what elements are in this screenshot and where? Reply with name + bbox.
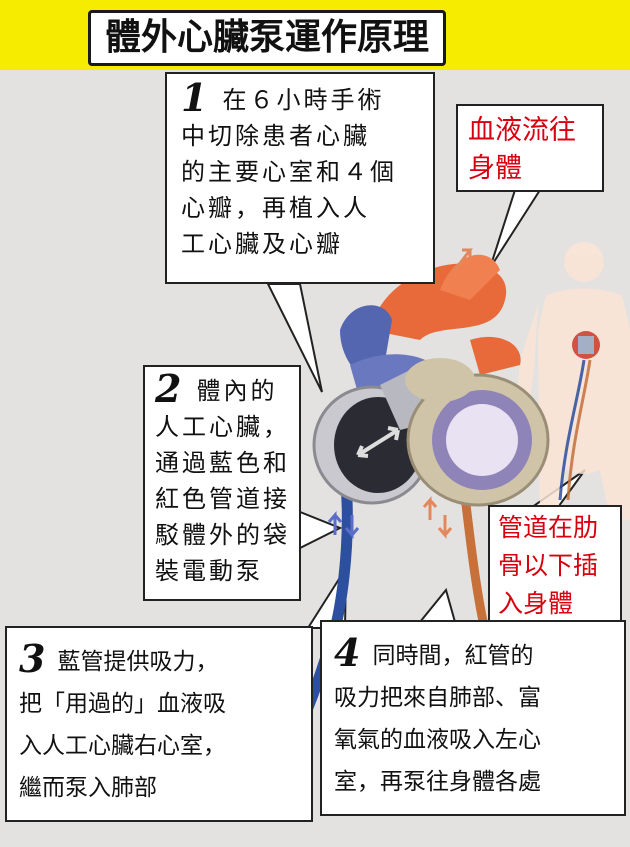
step-text-line: 裝電動泵: [155, 557, 263, 585]
step-text-line: 中切除患者心臟: [181, 122, 370, 150]
step-text-line: 人工心臟，: [155, 413, 290, 441]
flow-arrows: [327, 248, 473, 540]
label-text-line: 骨以下插: [498, 551, 599, 580]
step-text-line: 入人工心臟右心室，: [19, 733, 226, 759]
label-tube-insertion: 管道在肋 骨以下插 入身體: [488, 505, 622, 625]
callout-step-3: 3 藍管提供吸力， 把「用過的」血液吸 入人工心臟右心室， 繼而泵入肺部: [5, 626, 313, 822]
step-text-line: 體內的: [196, 377, 278, 405]
step-text-line: 的主要心室和４個: [181, 158, 397, 186]
label-text-line: 管道在肋: [498, 513, 599, 542]
step-text-line: 通過藍色和: [155, 449, 290, 477]
step-text-line: 繼而泵入肺部: [19, 775, 157, 801]
step-text-line: 藍管提供吸力，: [57, 649, 219, 675]
callout-1-pointer: [266, 283, 323, 393]
label-body-pointer: [489, 189, 542, 269]
label-blood-flow-body: 血液流往 身體: [456, 104, 604, 192]
callout-4-pointer: [417, 587, 457, 623]
step-text-line: 紅色管道接: [155, 485, 290, 513]
label-text-line: 入身體: [498, 589, 574, 618]
label-text-line: 血液流往: [468, 115, 576, 146]
step-text-line: 在６小時手術: [222, 86, 385, 114]
callout-step-4: 4 同時間，紅管的 吸力把來自肺部、富 氧氣的血液吸入左心 室，再泵往身體各處: [320, 620, 626, 816]
step-number: 2: [155, 366, 185, 411]
step-text-line: 同時間，紅管的: [372, 643, 534, 669]
human-body-silhouette: [512, 242, 630, 520]
left-ventricle-pump: [405, 358, 550, 507]
label-text-line: 身體: [468, 153, 522, 184]
step-number: 4: [334, 630, 361, 675]
page-title: 體外心臟泵運作原理: [88, 10, 447, 66]
step-number: 1: [181, 75, 211, 120]
callout-step-2: 2 體內的 人工心臟， 通過藍色和 紅色管道接 駁體外的袋 裝電動泵: [143, 365, 301, 601]
callout-step-1: 1 在６小時手術 中切除患者心臟 的主要心室和４個 心瓣，再植入人 工心臟及心瓣: [165, 72, 435, 284]
step-text-line: 心瓣，再植入人: [181, 194, 370, 222]
right-ventricle-pump: [312, 360, 440, 505]
step-text-line: 吸力把來自肺部、富: [334, 685, 541, 711]
step-text-line: 把「用過的」血液吸: [19, 691, 226, 717]
step-text-line: 工心臟及心瓣: [181, 230, 343, 258]
step-number: 3: [19, 636, 46, 681]
step-text-line: 氧氣的血液吸入左心: [334, 727, 541, 753]
step-text-line: 駁體外的袋: [155, 521, 290, 549]
step-text-line: 室，再泵往身體各處: [334, 769, 541, 795]
